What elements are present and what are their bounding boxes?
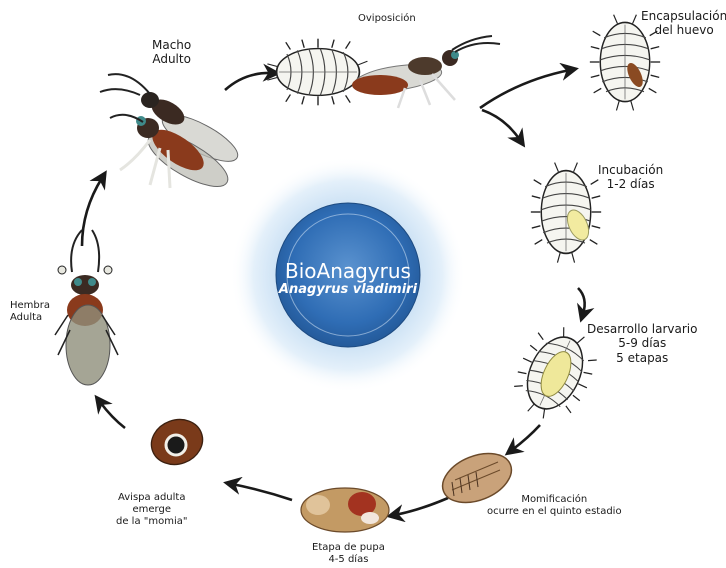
arrow-to-encapsulation: [480, 70, 570, 108]
label-male-adult: Macho Adulto: [152, 38, 191, 67]
arrow-male-to-oviposition: [225, 73, 272, 90]
arrow-to-emergence: [232, 484, 292, 500]
center-species-name: Anagyrus vladimiri: [262, 283, 434, 298]
oviposition-illustration: [267, 36, 500, 108]
arrow-to-larval: [578, 288, 585, 314]
arrow-to-pupa: [395, 498, 448, 515]
center-title-name: BioAnagyrus: [262, 260, 434, 283]
center-title: BioAnagyrus Anagyrus vladimiri: [262, 260, 434, 298]
arrow-to-mummification: [512, 425, 540, 450]
label-pupa-stage: Etapa de pupa 4-5 días: [312, 542, 385, 566]
arrow-to-incubation: [482, 110, 520, 140]
label-incubation: Incubación 1-2 días: [598, 163, 663, 192]
label-wasp-emergence: Avispa adulta emerge de la "momia": [116, 492, 187, 528]
label-mummification: Momificación ocurre en el quinto estadio: [487, 494, 622, 518]
emergence-illustration: [145, 412, 209, 471]
male-adult-illustration: [100, 74, 244, 196]
label-female-adult: Hembra Adulta: [10, 300, 50, 324]
arrow-to-male: [82, 178, 102, 246]
pupa-illustration: [301, 488, 389, 532]
label-encapsulation: Encapsulación del huevo: [641, 9, 726, 38]
arrow-to-female: [100, 402, 125, 428]
incubation-illustration: [531, 163, 601, 263]
label-oviposition: Oviposición: [358, 13, 416, 25]
female-adult-illustration: [55, 230, 118, 385]
label-larval-development: Desarrollo larvario 5-9 días 5 etapas: [587, 322, 697, 365]
